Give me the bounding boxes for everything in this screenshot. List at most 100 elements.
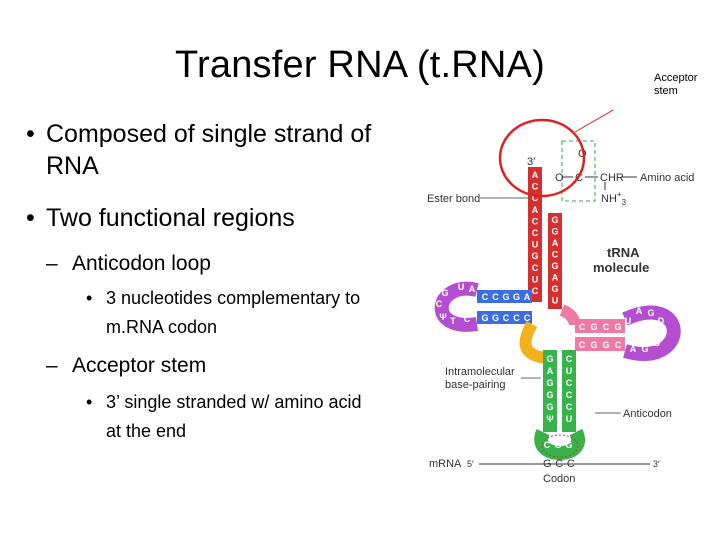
- base-letter: A: [636, 306, 643, 316]
- nh3-label: NH+3: [601, 190, 627, 207]
- bullet-text-line: at the end: [106, 421, 187, 441]
- acceptor-left-band: [528, 167, 542, 302]
- base-letter: C: [566, 390, 573, 400]
- base-letter: C: [436, 299, 443, 309]
- base-letter: G: [481, 313, 488, 323]
- base-letter: U: [532, 240, 539, 250]
- bullet-dot: •: [86, 392, 93, 412]
- oxygen-label: O: [578, 148, 587, 160]
- base-letter: C: [544, 440, 551, 450]
- anticodon-label: Anticodon: [623, 408, 672, 420]
- base-letter: G: [502, 292, 509, 302]
- base-letter: U: [458, 282, 465, 292]
- acceptor-highlight-circle: [498, 118, 586, 198]
- base-letter: G: [554, 440, 561, 450]
- base-letter: A: [532, 205, 539, 215]
- d-loop: [434, 281, 479, 332]
- bullet-two-regions: Two functional regions: [46, 204, 295, 232]
- base-letter: G: [641, 344, 648, 354]
- callout-line2: stem: [654, 85, 678, 97]
- base-letter: G: [492, 313, 499, 323]
- t-loop: [622, 305, 681, 361]
- nh3-charge: +: [617, 190, 622, 199]
- bullet-text-line: 3’ single stranded w/ amino acid: [106, 392, 362, 412]
- bullet-text-line: 3 nucleotides complementary to: [106, 288, 361, 308]
- base-letter: C: [503, 313, 510, 323]
- d-arm-top-band: [477, 290, 532, 303]
- base-letter: Ψ: [439, 312, 446, 322]
- base-letter: A: [547, 366, 554, 376]
- bullet-composed: Composed of single strand of RNA: [46, 118, 371, 182]
- amino-acid-label: Amino acid: [640, 172, 694, 184]
- anticodon-loop: [534, 428, 586, 460]
- anticodon-highlight: [541, 434, 579, 458]
- bullet-text-line: RNA: [46, 152, 99, 180]
- base-letter: C: [615, 340, 622, 350]
- base-letter: G: [546, 402, 553, 412]
- intramolecular-label: Intramolecular: [445, 366, 515, 378]
- base-letter: C: [532, 263, 539, 273]
- junction-connector: [559, 304, 581, 326]
- anticodon-right-band: [562, 350, 576, 432]
- callout-line1: Acceptor: [654, 72, 698, 84]
- base-letter: A: [469, 284, 476, 294]
- base-letter: G: [551, 227, 558, 237]
- t-arm: [575, 305, 681, 361]
- subbullet-anticodon-loop: Anticodon loop: [72, 252, 211, 275]
- base-letter: D: [658, 316, 665, 326]
- bullet-text-line: Composed of single strand of: [46, 120, 372, 148]
- base-letter: C: [524, 313, 531, 323]
- base-letter: C: [566, 378, 573, 388]
- nh3-text: NH: [601, 193, 617, 205]
- base-letter: G: [513, 292, 520, 302]
- base-letter: G: [590, 322, 597, 332]
- base-letter: C: [566, 402, 573, 412]
- base-pairing-label: base-pairing: [445, 379, 506, 391]
- base-letter: G: [602, 340, 609, 350]
- acceptor-stem-callout: Acceptor stem: [654, 72, 697, 98]
- subsub-complementary: 3 nucleotides complementary to m.RNA cod…: [106, 284, 360, 342]
- chr-label: CHR: [600, 172, 624, 184]
- callout-leader-line: [574, 110, 615, 133]
- dash-marker: –: [46, 354, 58, 377]
- base-letter: G: [551, 261, 558, 271]
- ester-bond-label: Ester bond: [427, 193, 480, 205]
- base-letter: C: [566, 354, 573, 364]
- codon-label: Codon: [543, 473, 575, 485]
- base-letter: U: [552, 296, 559, 306]
- base-letter: C: [492, 292, 499, 302]
- base-letter: C: [660, 328, 667, 338]
- base-letter: A: [630, 344, 637, 354]
- base-letter: G: [565, 440, 572, 450]
- d-arm: [434, 281, 532, 332]
- mrna-3prime: 3′: [653, 459, 660, 469]
- base-letter: C: [532, 286, 539, 296]
- variable-loop: [519, 321, 547, 364]
- base-letter: G: [590, 340, 597, 350]
- base-letter: C: [579, 322, 586, 332]
- bullet-dot: •: [26, 120, 35, 148]
- subbullet-acceptor-stem: Acceptor stem: [72, 354, 207, 377]
- acceptor-strand-right: [548, 213, 562, 309]
- mrna-5prime: 5′: [467, 459, 474, 469]
- t-arm-bottom-band: [575, 337, 625, 351]
- bullet-dot: •: [26, 204, 35, 232]
- base-letter: C: [482, 292, 489, 302]
- ester-oxygen: O: [555, 172, 564, 184]
- base-letter: G: [551, 215, 558, 225]
- base-letter: G: [546, 390, 553, 400]
- base-letter: G: [546, 354, 553, 364]
- subsub-single-stranded: 3’ single stranded w/ amino acid at the …: [106, 388, 361, 446]
- base-letter: T: [450, 316, 456, 326]
- base-letter: D: [654, 338, 661, 348]
- bullet-dot: •: [86, 288, 93, 308]
- base-letter: C: [532, 216, 539, 226]
- base-letter: C: [532, 182, 539, 192]
- dash-marker: –: [46, 252, 58, 275]
- base-letter: C: [603, 322, 610, 332]
- base-letter: G: [647, 308, 654, 318]
